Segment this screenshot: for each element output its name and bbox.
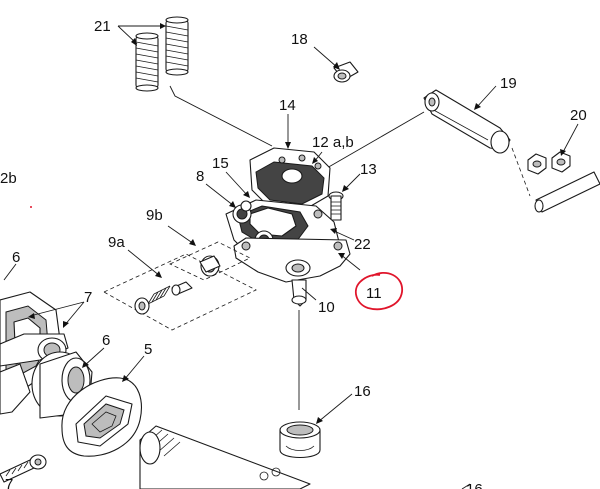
label-13: 13 — [360, 161, 377, 178]
part-22-base-flange — [233, 237, 351, 283]
spring-right — [165, 16, 189, 76]
part-13-bolt — [328, 191, 344, 221]
label-15: 15 — [212, 155, 229, 172]
leader-6-left — [3, 263, 17, 281]
leader-9b — [167, 225, 195, 245]
leader-8 — [205, 183, 235, 207]
group-9a-outline — [103, 253, 257, 331]
label-14: 14 — [279, 97, 296, 114]
leader-11 — [339, 253, 361, 271]
leader-16 — [317, 393, 353, 423]
leader-10 — [301, 287, 317, 301]
label-7: 7 — [84, 289, 92, 306]
leader-15 — [225, 171, 249, 197]
part-5-cover — [61, 377, 142, 457]
leader-20 — [561, 123, 579, 155]
leader-9a — [127, 249, 161, 277]
label-11: 11 — [366, 285, 382, 302]
assembly-line-springs — [169, 85, 273, 147]
label-6: 6 — [102, 332, 110, 349]
leader-19 — [475, 85, 497, 109]
leader-18 — [313, 46, 339, 69]
label-20: 20 — [570, 107, 587, 124]
part-7-bolt — [0, 454, 47, 483]
label-21: 21 — [94, 18, 111, 35]
part-7-housing — [0, 291, 69, 415]
label-22: 22 — [354, 236, 371, 253]
label-5: 5 — [144, 341, 152, 358]
label-10: 10 — [318, 299, 335, 316]
part-10-outlet — [291, 279, 307, 307]
leader-6 — [83, 347, 105, 367]
part-shaft — [139, 425, 311, 489]
part-9a-valve-set — [134, 281, 193, 315]
assembly-line-lever — [319, 111, 425, 173]
part-19-lever — [423, 89, 511, 154]
label-2b: 2b — [0, 170, 17, 187]
label-6-left: 6 — [12, 249, 20, 266]
leader-bottom-right — [461, 483, 471, 489]
label-19: 19 — [500, 75, 517, 92]
part-14-pump-head — [249, 147, 331, 211]
label-12: 12 a,b — [312, 134, 354, 151]
label-8: 8 — [196, 168, 204, 185]
spring-small — [147, 285, 171, 305]
assembly-line-rod — [511, 147, 531, 197]
leader-7 — [29, 301, 85, 327]
label-16: 16 — [354, 383, 371, 400]
part-21-springs — [135, 16, 189, 92]
label-9a: 9a — [108, 234, 125, 251]
label-7-bottom: 7 — [5, 476, 13, 489]
spring-left — [135, 32, 159, 92]
label-9b: 9b — [146, 207, 163, 224]
part-16-sleeve — [279, 421, 321, 459]
label-bottom-right: 16 — [466, 481, 483, 489]
red-dot — [30, 206, 32, 208]
highlight-circle-11 — [354, 271, 403, 311]
part-9b-seal — [199, 255, 221, 277]
label-18: 18 — [291, 31, 308, 48]
part-20-nuts — [527, 151, 600, 213]
part-18-bushing — [333, 61, 359, 83]
group-9b-outline — [169, 241, 251, 281]
leader-5 — [123, 355, 145, 381]
